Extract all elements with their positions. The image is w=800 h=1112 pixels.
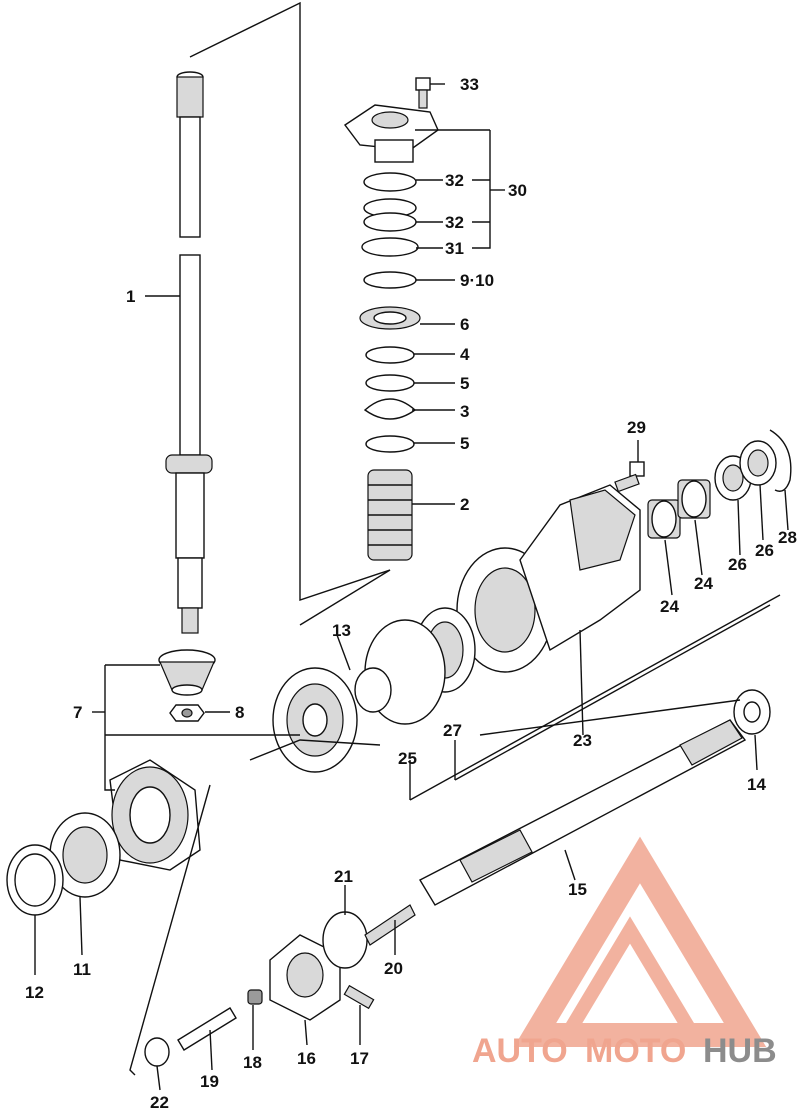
label-21: 21: [334, 867, 353, 886]
label-3: 3: [460, 402, 469, 421]
label-1: 1: [126, 287, 135, 306]
label-25: 25: [398, 749, 417, 768]
label-32b: 32: [445, 213, 464, 232]
label-15: 15: [568, 880, 587, 899]
bolt-29: [614, 461, 645, 493]
label-31: 31: [445, 239, 464, 258]
label-24b: 24: [694, 574, 713, 593]
label-18: 18: [243, 1053, 262, 1072]
label-16: 16: [297, 1049, 316, 1068]
label-30: 30: [508, 181, 527, 200]
label-29: 29: [627, 418, 646, 437]
ball-18: [247, 989, 263, 1005]
bearing-housing: [343, 104, 439, 163]
label-9-10: 9·10: [460, 271, 494, 290]
washer-14: [733, 689, 771, 735]
label-27: 27: [443, 721, 462, 740]
shim-12: [6, 844, 64, 916]
leader-lines: [34, 83, 789, 1091]
label-22: 22: [150, 1093, 169, 1112]
gear-housing: [456, 484, 641, 673]
label-2: 2: [460, 495, 469, 514]
label-17: 17: [350, 1049, 369, 1068]
part-labels: 1 2 3 4 5 5 6 7 8 9·10 11 12 13 14 15 16…: [25, 75, 797, 1112]
clutch-dog-16: [269, 934, 341, 1021]
label-5b: 5: [460, 434, 469, 453]
label-8: 8: [235, 703, 244, 722]
circlip-28: [769, 429, 792, 492]
label-14: 14: [747, 775, 766, 794]
label-20: 20: [384, 959, 403, 978]
pin-17: [343, 984, 375, 1010]
ring-21: [322, 911, 368, 969]
nut: [169, 704, 205, 722]
label-12: 12: [25, 983, 44, 1002]
watermark-logo: [513, 836, 767, 1047]
seal-ring-stack: [359, 172, 421, 453]
shift-rod-19: [177, 1007, 237, 1051]
label-5a: 5: [460, 374, 469, 393]
watermark-text: AUTO MOTO HUB: [472, 1032, 777, 1070]
label-13: 13: [332, 621, 351, 640]
bolt-33: [415, 77, 431, 109]
shim-13: [354, 667, 392, 713]
label-11: 11: [73, 960, 91, 979]
label-32a: 32: [445, 171, 464, 190]
label-26a: 26: [728, 555, 747, 574]
label-28: 28: [778, 528, 797, 547]
label-7: 7: [73, 703, 82, 722]
drive-shaft: [165, 71, 213, 634]
spring-20: [364, 904, 416, 946]
propeller-shaft: [419, 719, 747, 906]
watermark-hub: HUB: [703, 1032, 777, 1070]
water-pump-tube: [367, 469, 413, 561]
reverse-gear: [109, 759, 201, 871]
label-6: 6: [460, 315, 469, 334]
label-33: 33: [460, 75, 479, 94]
watermark-moto: MOTO: [585, 1032, 686, 1070]
needle-bearings-24: [647, 479, 711, 539]
seals-26: [714, 440, 777, 501]
washer-22: [144, 1037, 170, 1067]
label-24a: 24: [660, 597, 679, 616]
label-19: 19: [200, 1072, 219, 1091]
forward-bevel-gear: [272, 667, 358, 773]
label-26b: 26: [755, 541, 774, 560]
bearing-11: [49, 812, 121, 898]
label-23: 23: [573, 731, 592, 750]
pinion-gear: [158, 649, 216, 696]
watermark-auto: AUTO: [472, 1032, 568, 1070]
label-4: 4: [460, 345, 470, 364]
